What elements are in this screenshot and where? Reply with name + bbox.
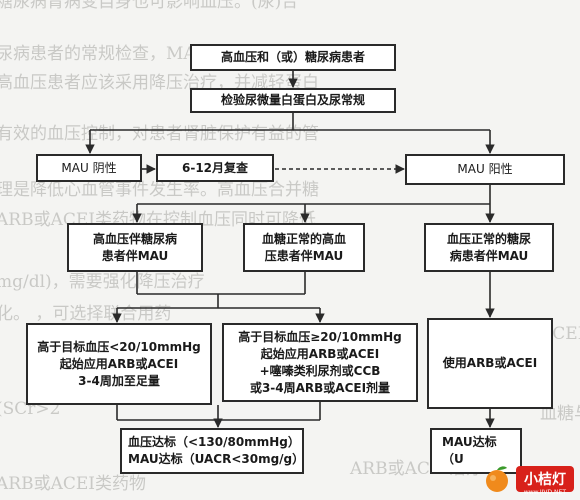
box-test-label: 检验尿微量白蛋白及尿常规 [220,93,365,107]
box-test: 检验尿微量白蛋白及尿常规 [190,88,396,113]
box-group-c: 血压正常的糖尿 病患者伴MAU [424,223,554,272]
box-mau-positive: MAU 阳性 [405,154,565,185]
watermark-logo: 小桔灯 www.IIVD.NET [482,464,574,496]
box-treat-a-line3: 3-4周加至足量 [78,373,160,388]
bg-line: mg/dl)，需要强化降压治疗 [0,272,205,292]
box-group-b-line2: 压患者伴MAU [264,248,344,263]
box-treat-b-line1: 高于目标血压≥20/10mmHg [238,329,402,344]
bg-line: 理是降低心血管事件发生率。高血压合并糖 [0,180,319,200]
box-mau-negative: MAU 阴性 [36,154,142,182]
orange-fruit-icon [486,466,508,492]
box-mau-positive-label: MAU 阳性 [457,162,513,176]
box-treat-a: 高于目标血压<20/10mmHg 起始应用ARB或ACEI 3-4周加至足量 [26,323,212,405]
box-mau-negative-label: MAU 阴性 [61,160,117,175]
box-treat-b-line2: 起始应用ARB或ACEI [260,346,380,361]
box-treat-c-label: 使用ARB或ACEI [442,356,538,370]
box-recheck: 6-12月复查 [156,154,274,182]
bg-line: 糖尿病肾病变自身也可影响血压。(尿)合 [0,0,299,12]
box-treat-a-line2: 起始应用ARB或ACEI [59,356,179,371]
box-goal-mau-line2: （U [442,452,464,466]
box-treat-b-line3: +噻嗪类利尿剂或CCB [259,363,381,378]
box-group-b: 血糖正常的高血 压患者伴MAU [243,223,365,272]
box-treat-a-line1: 高于目标血压<20/10mmHg [37,339,201,354]
box-group-b-line1: 血糖正常的高血 [261,231,346,246]
box-goal-mau-line1: MAU达标 [442,435,497,449]
box-treat-c: 使用ARB或ACEI [427,318,553,409]
box-recheck-label: 6-12月复查 [181,160,249,175]
box-group-c-line2: 病患者伴MAU [449,248,529,263]
box-group-c-line1: 血压正常的糖尿 [446,231,531,246]
bg-line: ARB或ACEI类药物 [0,474,146,494]
box-group-a: 高血压伴糖尿病 患者伴MAU [67,223,203,272]
box-group-a-line2: 患者伴MAU [101,248,169,263]
box-group-a-line1: 高血压伴糖尿病 [92,231,177,246]
box-goal-bp-line1: 血压达标（<130/80mmHg） [128,435,300,449]
box-treat-b-line4: 或3-4周ARB或ACEI剂量 [249,380,391,395]
bg-line: 化。 ，可选择联合用药 [0,304,172,324]
logo-text: 小桔灯 [516,466,574,492]
bg-line: 血糖与 [540,404,580,424]
box-goal-mau: MAU达标 （U [430,428,522,474]
box-treat-b: 高于目标血压≥20/10mmHg 起始应用ARB或ACEI +噻嗪类利尿剂或CC… [222,323,418,402]
box-patients: 高血压和（或）糖尿病患者 [190,44,396,71]
logo-url: www.IIVD.NET [523,489,566,496]
bg-line: 有效的血压控制，对患者肾脏保护有益的管 [0,124,319,144]
box-goal-bp: 血压达标（<130/80mmHg） MAU达标（UACR<30mg/g） [120,428,304,474]
box-goal-bp-line2: MAU达标（UACR<30mg/g） [128,452,305,466]
box-patients-label: 高血压和（或）糖尿病患者 [220,50,365,64]
